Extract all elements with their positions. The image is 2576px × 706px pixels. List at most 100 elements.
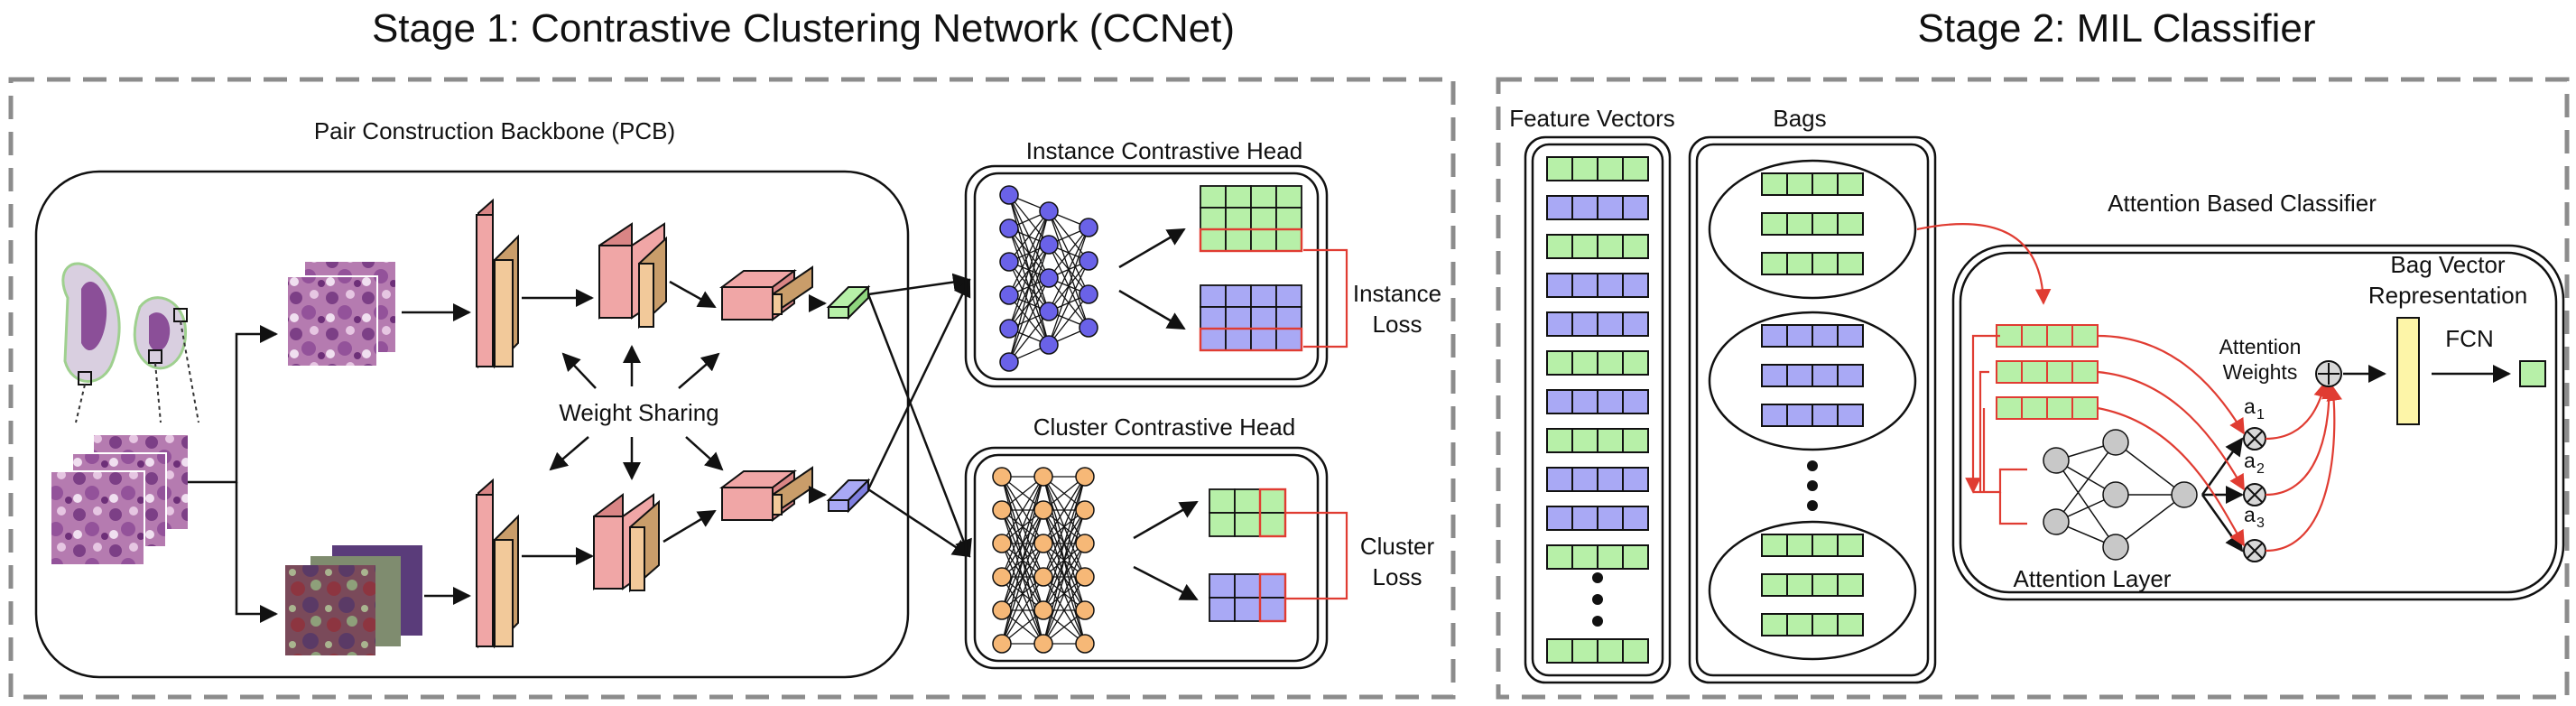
instance-head-inner — [973, 172, 1320, 381]
cluster-loss-label-1: Cluster — [1360, 533, 1435, 560]
matrix-cell — [1200, 306, 1227, 330]
matrix-cell — [1200, 328, 1227, 351]
mlp-node — [1075, 600, 1095, 620]
matrix-cell — [1250, 328, 1277, 351]
fcn-label: FCN — [2445, 325, 2493, 352]
matrix-cell — [1200, 185, 1227, 209]
matrix-cell — [1209, 573, 1236, 599]
vector-cell — [1571, 156, 1598, 181]
mlp-node — [992, 600, 1012, 620]
vector-cell — [1837, 613, 1864, 636]
vector-cell — [1812, 212, 1839, 236]
mlp-edge — [1042, 476, 1086, 611]
vector-cell — [1546, 350, 1573, 376]
feature-vector — [1546, 544, 1649, 570]
matrix-cell — [1250, 228, 1277, 252]
bag-2 — [1708, 311, 1917, 451]
feature-vector — [1546, 273, 1649, 298]
bags-label: Bags — [1773, 105, 1826, 132]
vector-cell — [1622, 156, 1649, 181]
matrix-cell — [1209, 512, 1236, 537]
mlp-node — [1079, 251, 1098, 271]
stage2-panel — [1496, 77, 2570, 700]
bag-vector — [1761, 252, 1864, 275]
vector-cell — [1622, 195, 1649, 220]
mlp-node — [1079, 218, 1098, 237]
feature-vector — [1546, 506, 1649, 531]
stage1-title: Stage 1: Contrastive Clustering Network … — [372, 6, 1235, 51]
mlp-node — [999, 319, 1019, 339]
mlp-node — [1033, 567, 1053, 587]
vector-cell — [1546, 544, 1573, 570]
bag-vector — [1761, 212, 1864, 236]
vector-cell — [1812, 324, 1839, 348]
mlp-node — [992, 500, 1012, 520]
vector-cell — [2046, 324, 2073, 348]
mlp-edge — [1042, 476, 1086, 578]
matrix-cell — [1250, 207, 1277, 230]
vector-cell — [1812, 534, 1839, 557]
vector-cell — [1546, 273, 1573, 298]
mlp-edge — [1008, 277, 1050, 363]
sum-node — [2315, 360, 2342, 387]
whole-slide-images — [61, 262, 199, 423]
mlp-node — [992, 534, 1012, 553]
matrix-cell — [1225, 306, 1252, 330]
mlp-node — [999, 185, 1019, 205]
vector-cell — [1622, 234, 1649, 259]
mlp-node — [1033, 634, 1053, 654]
vector-cell — [1597, 428, 1624, 453]
attention-classifier-label: Attention Based Classifier — [2108, 190, 2377, 217]
mlp-node — [1075, 500, 1095, 520]
matrix-cell — [1225, 284, 1252, 308]
augmented-view-bottom — [285, 545, 422, 655]
matrix-cell — [1275, 228, 1302, 252]
mlp-node — [1039, 201, 1059, 221]
classifier-outer — [1951, 244, 2565, 601]
cnn-bottom — [476, 466, 871, 649]
matrix-cell — [1250, 284, 1277, 308]
vector-cell — [1597, 234, 1624, 259]
mlp-node — [2171, 481, 2198, 508]
vector-cell — [1837, 573, 1864, 597]
feature-vector — [1546, 234, 1649, 259]
vector-cell — [1786, 613, 1813, 636]
mlp-node — [1079, 284, 1098, 304]
mlp-node — [1039, 302, 1059, 321]
matrix-cell — [1259, 512, 1286, 537]
mlp-edge — [1001, 509, 1044, 645]
matrix-cell — [1275, 306, 1302, 330]
matrix-cell — [1225, 328, 1252, 351]
vector-cell — [1996, 396, 2023, 420]
matrix-cell — [1234, 512, 1261, 537]
mlp-node — [1033, 500, 1053, 520]
vector-cell — [1786, 324, 1813, 348]
mlp-node — [2102, 534, 2129, 561]
mlp-node — [992, 634, 1012, 654]
matrix-cell — [1259, 488, 1286, 514]
vector-cell — [1622, 350, 1649, 376]
cluster-loss-label-2: Loss — [1373, 563, 1422, 590]
vector-cell — [1996, 360, 2023, 384]
bag-vector — [1761, 534, 1864, 557]
matrix-cell — [1275, 207, 1302, 230]
mlp-node — [999, 352, 1019, 372]
mlp-node — [1039, 268, 1059, 288]
mlp-edge — [1048, 227, 1089, 346]
bag-ellipsis — [1807, 460, 1818, 511]
bags-inner — [1695, 143, 1930, 677]
bag-3 — [1708, 520, 1917, 661]
matrix-cell — [1259, 597, 1286, 622]
mlp-node — [999, 285, 1019, 305]
instance-loss-label-2: Loss — [1373, 311, 1422, 338]
cluster-matrix-top — [1209, 488, 1287, 538]
mlp-edge — [2115, 494, 2185, 548]
bags-outer — [1688, 135, 1937, 684]
vector-cell — [2021, 360, 2048, 384]
cluster-matrix-bottom — [1209, 572, 1287, 623]
matrix-cell — [1234, 573, 1261, 599]
vector-cell — [1546, 389, 1573, 414]
mlp-edge — [2115, 441, 2185, 496]
mlp-node — [1039, 235, 1059, 255]
